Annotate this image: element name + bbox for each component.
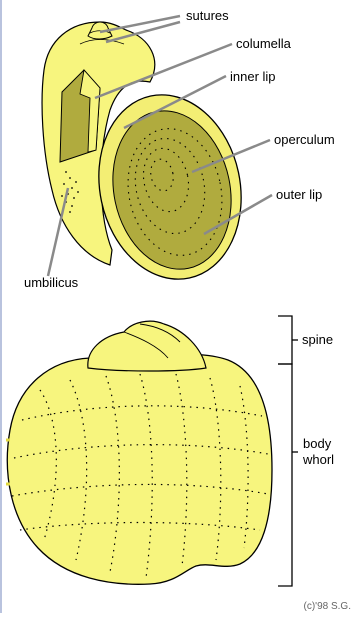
side-view [6, 321, 272, 584]
body-whorl-bracket [278, 364, 292, 586]
label-sutures: sutures [186, 8, 229, 23]
copyright-notice: (c)'98 S.G. [304, 601, 351, 612]
label-spine: spine [302, 332, 333, 347]
label-outer-lip: outer lip [276, 187, 322, 202]
label-columella: columella [236, 36, 292, 51]
spine-bracket [278, 316, 292, 364]
label-umbilicus: umbilicus [24, 275, 79, 290]
body-whorl-shape [7, 354, 272, 584]
spire-shape [88, 321, 206, 371]
label-inner-lip: inner lip [230, 69, 276, 84]
label-body: body [303, 436, 332, 451]
brackets [278, 316, 298, 586]
label-operculum: operculum [274, 132, 335, 147]
label-whorl: whorl [302, 452, 334, 467]
